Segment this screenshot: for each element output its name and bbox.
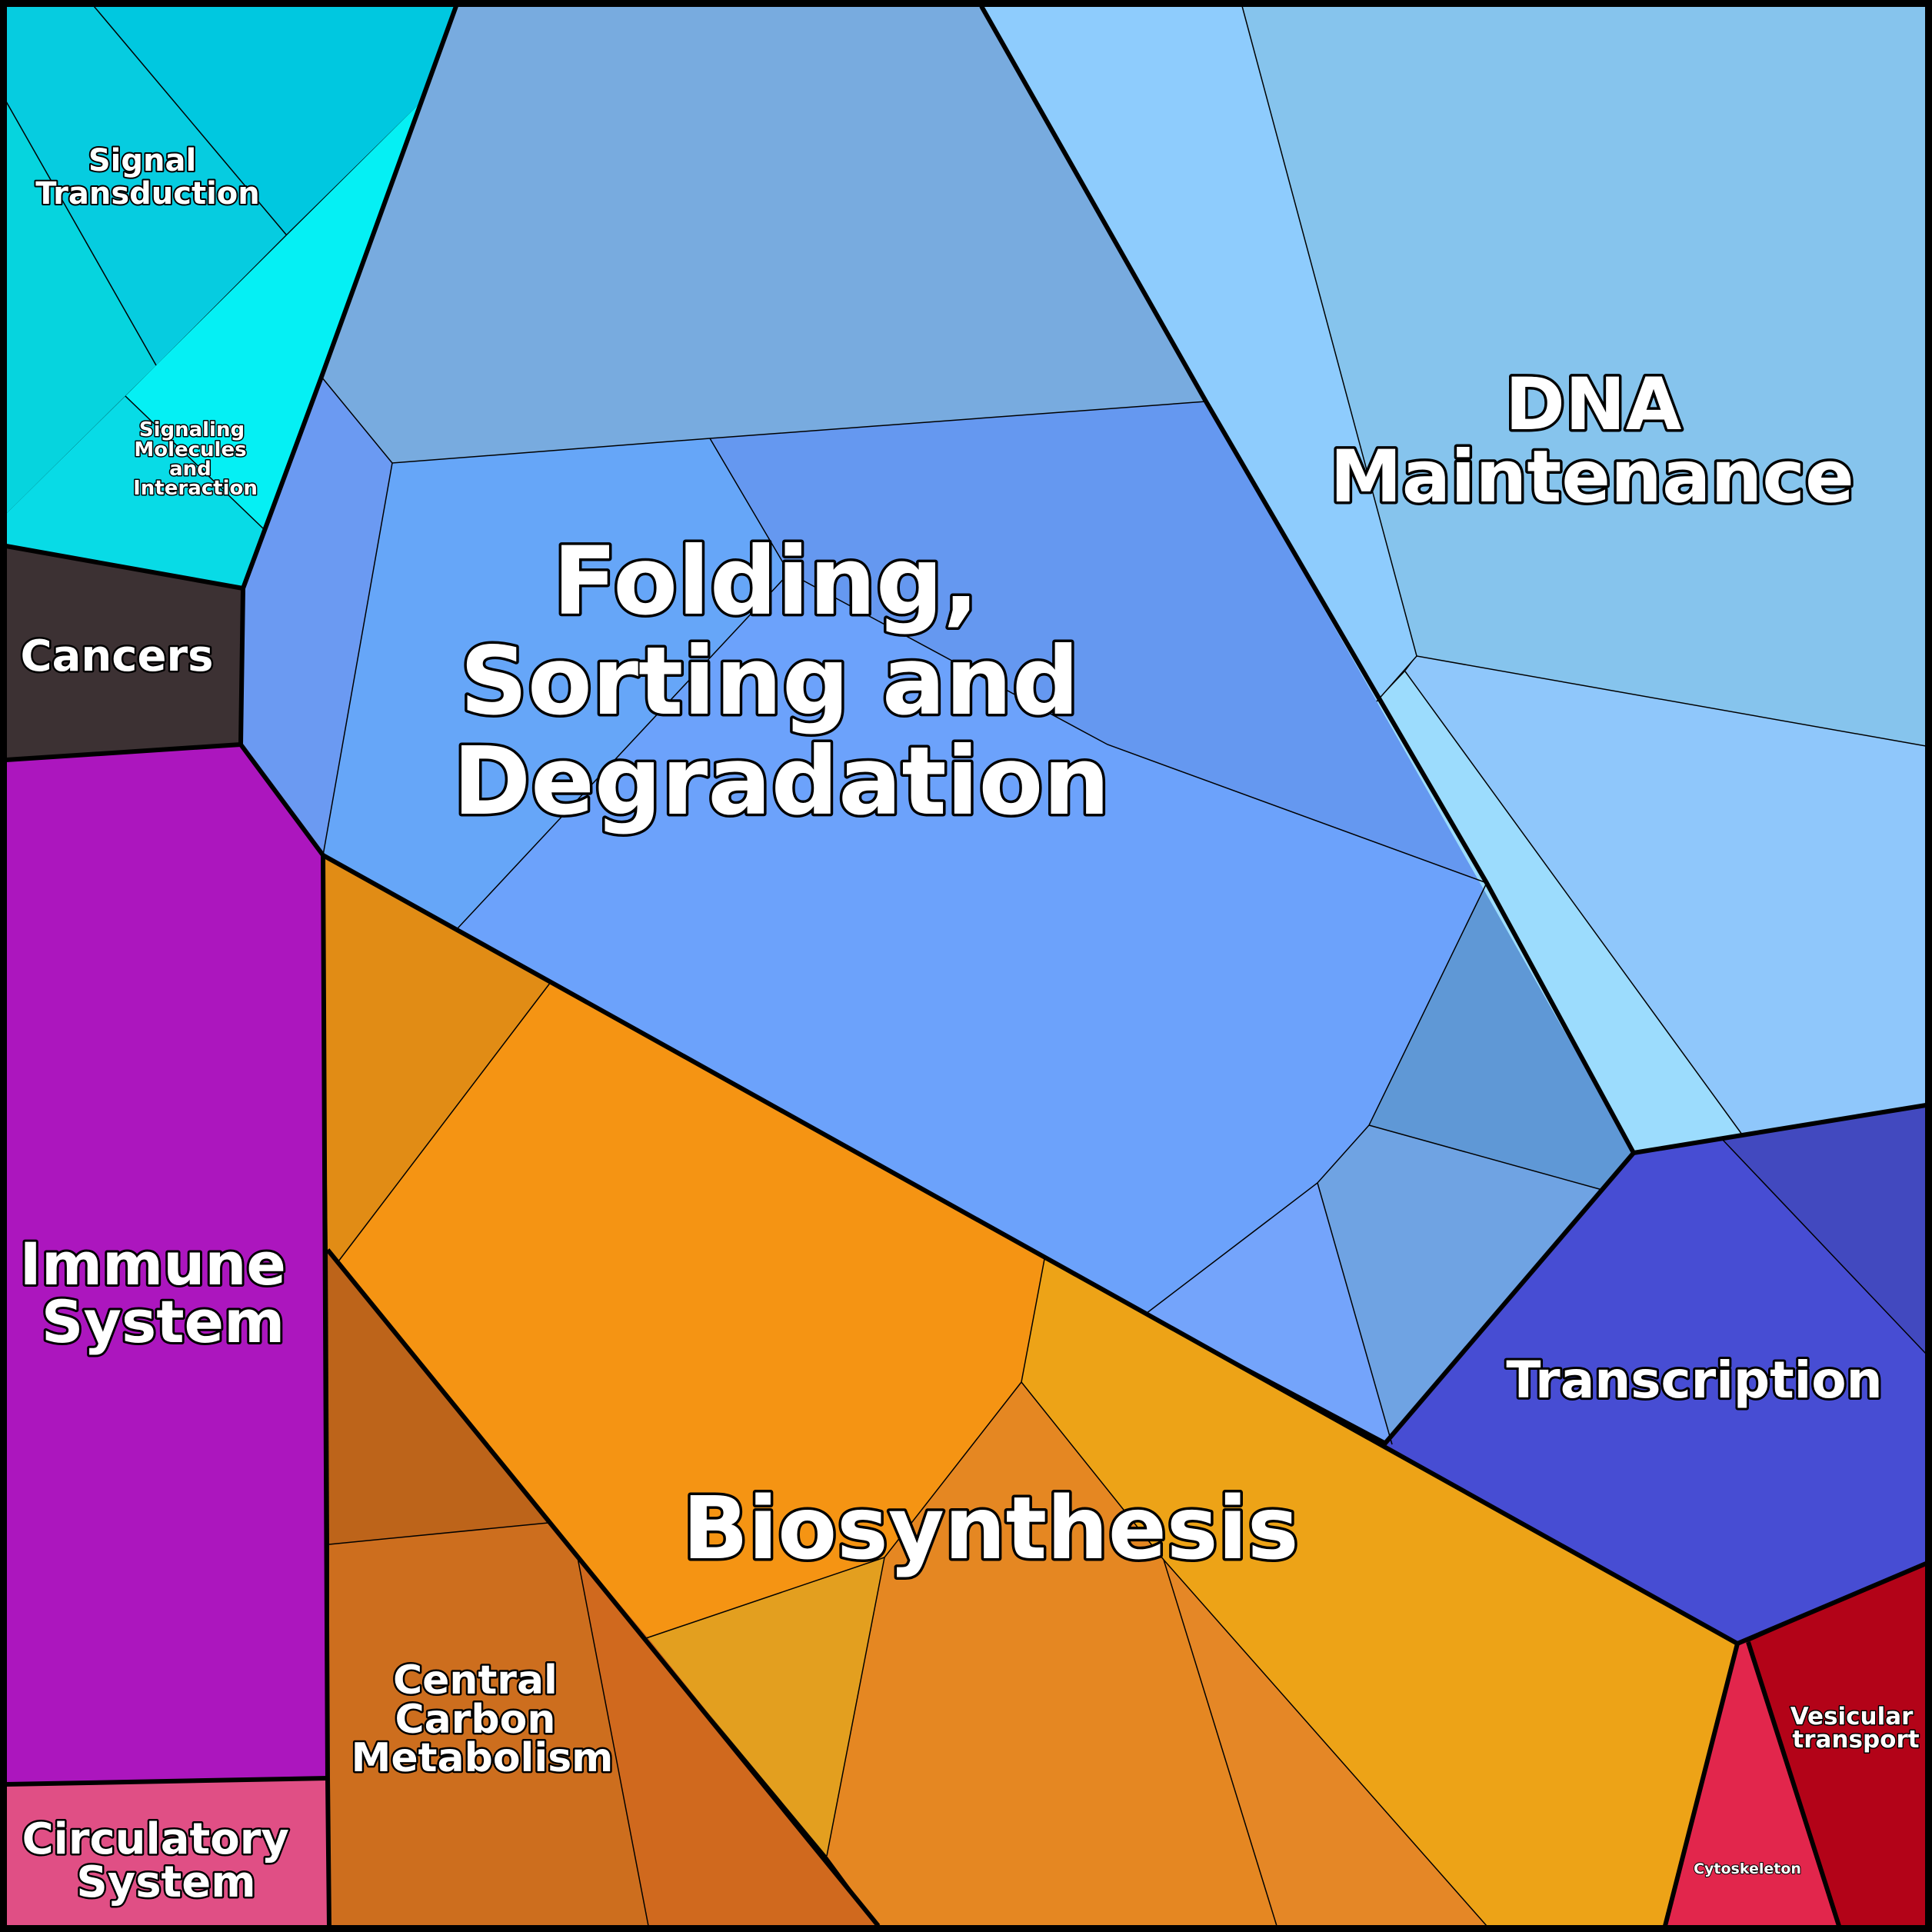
region-signal-transduction[interactable] bbox=[6, 6, 456, 514]
cell-transcription-1[interactable] bbox=[1383, 1138, 1926, 1644]
region-signaling-molecules[interactable] bbox=[6, 104, 419, 588]
cell-folding-8[interactable] bbox=[1317, 1125, 1602, 1444]
cell-biosynthesis-5[interactable] bbox=[827, 1382, 1277, 1926]
cell-cytoskeleton[interactable] bbox=[1665, 1642, 1839, 1926]
cell-dna-1[interactable] bbox=[981, 6, 1417, 701]
cell-central-carbon-2[interactable] bbox=[329, 1523, 648, 1926]
cell-dna-4[interactable] bbox=[1377, 671, 1742, 1153]
label-cytoskeleton: Cytoskeleton bbox=[1694, 1860, 1801, 1877]
cell-biosynthesis-1[interactable] bbox=[323, 855, 551, 1261]
cell-folding-6[interactable] bbox=[1146, 1183, 1392, 1444]
cell-dna-2[interactable] bbox=[1242, 6, 1926, 746]
cell-folding-4[interactable] bbox=[458, 573, 1487, 1314]
label-circulatory-system: Circulatory System bbox=[22, 1814, 305, 1907]
label-immune-system: Immune System bbox=[20, 1230, 307, 1356]
cell-dna-3[interactable] bbox=[1405, 656, 1926, 1134]
labels: Signal Transduction Signaling Molecules … bbox=[18, 142, 1921, 1910]
region-transcription[interactable] bbox=[1383, 1105, 1926, 1644]
region-folding-sorting[interactable] bbox=[241, 6, 1634, 1444]
label-cancers: Cancers bbox=[21, 631, 214, 681]
cell-signaling-molecules-1[interactable] bbox=[125, 104, 419, 528]
label-biosynthesis: Biosynthesis bbox=[682, 1479, 1298, 1579]
thin-borders bbox=[5, 5, 1927, 1927]
cell-vesicular-transport[interactable] bbox=[1748, 1564, 1926, 1926]
cell-transcription-2[interactable] bbox=[1721, 1105, 1926, 1354]
cell-signal-transduction-2[interactable] bbox=[94, 6, 456, 235]
label-vesicular-transport: Vesicular transport bbox=[1790, 1703, 1921, 1754]
label-folding-sorting: Folding, Sorting and Degradation bbox=[453, 527, 1112, 836]
label-central-carbon: Central Carbon Metabolism bbox=[351, 1657, 614, 1781]
cell-folding-3[interactable] bbox=[323, 438, 789, 928]
cell-signal-transduction-1[interactable] bbox=[6, 6, 286, 365]
cell-folding-2[interactable] bbox=[710, 401, 1487, 883]
cell-biosynthesis-3[interactable] bbox=[1021, 1259, 1737, 1926]
cell-signal-transduction-3[interactable] bbox=[6, 102, 156, 514]
cell-cancers[interactable] bbox=[6, 546, 243, 760]
region-dna-maintenance[interactable] bbox=[981, 6, 1926, 1153]
cell-central-carbon-1[interactable] bbox=[328, 1250, 548, 1544]
cell-biosynthesis-2[interactable] bbox=[338, 982, 1044, 1638]
cell-biosynthesis-4[interactable] bbox=[646, 1557, 884, 1856]
cell-folding-7[interactable] bbox=[1369, 883, 1634, 1190]
label-signal-transduction: Signal Transduction bbox=[35, 143, 260, 212]
label-transcription: Transcription bbox=[1506, 1351, 1882, 1410]
cell-immune-system[interactable] bbox=[6, 744, 328, 1784]
cell-folding-1[interactable] bbox=[321, 6, 1206, 463]
label-dna-maintenance: DNA Maintenance bbox=[1330, 363, 1854, 519]
label-signaling-molecules: Signaling Molecules and Interaction bbox=[133, 418, 258, 500]
cell-signaling-molecules-2[interactable] bbox=[6, 396, 263, 588]
cell-circulatory-system[interactable] bbox=[6, 1778, 329, 1926]
